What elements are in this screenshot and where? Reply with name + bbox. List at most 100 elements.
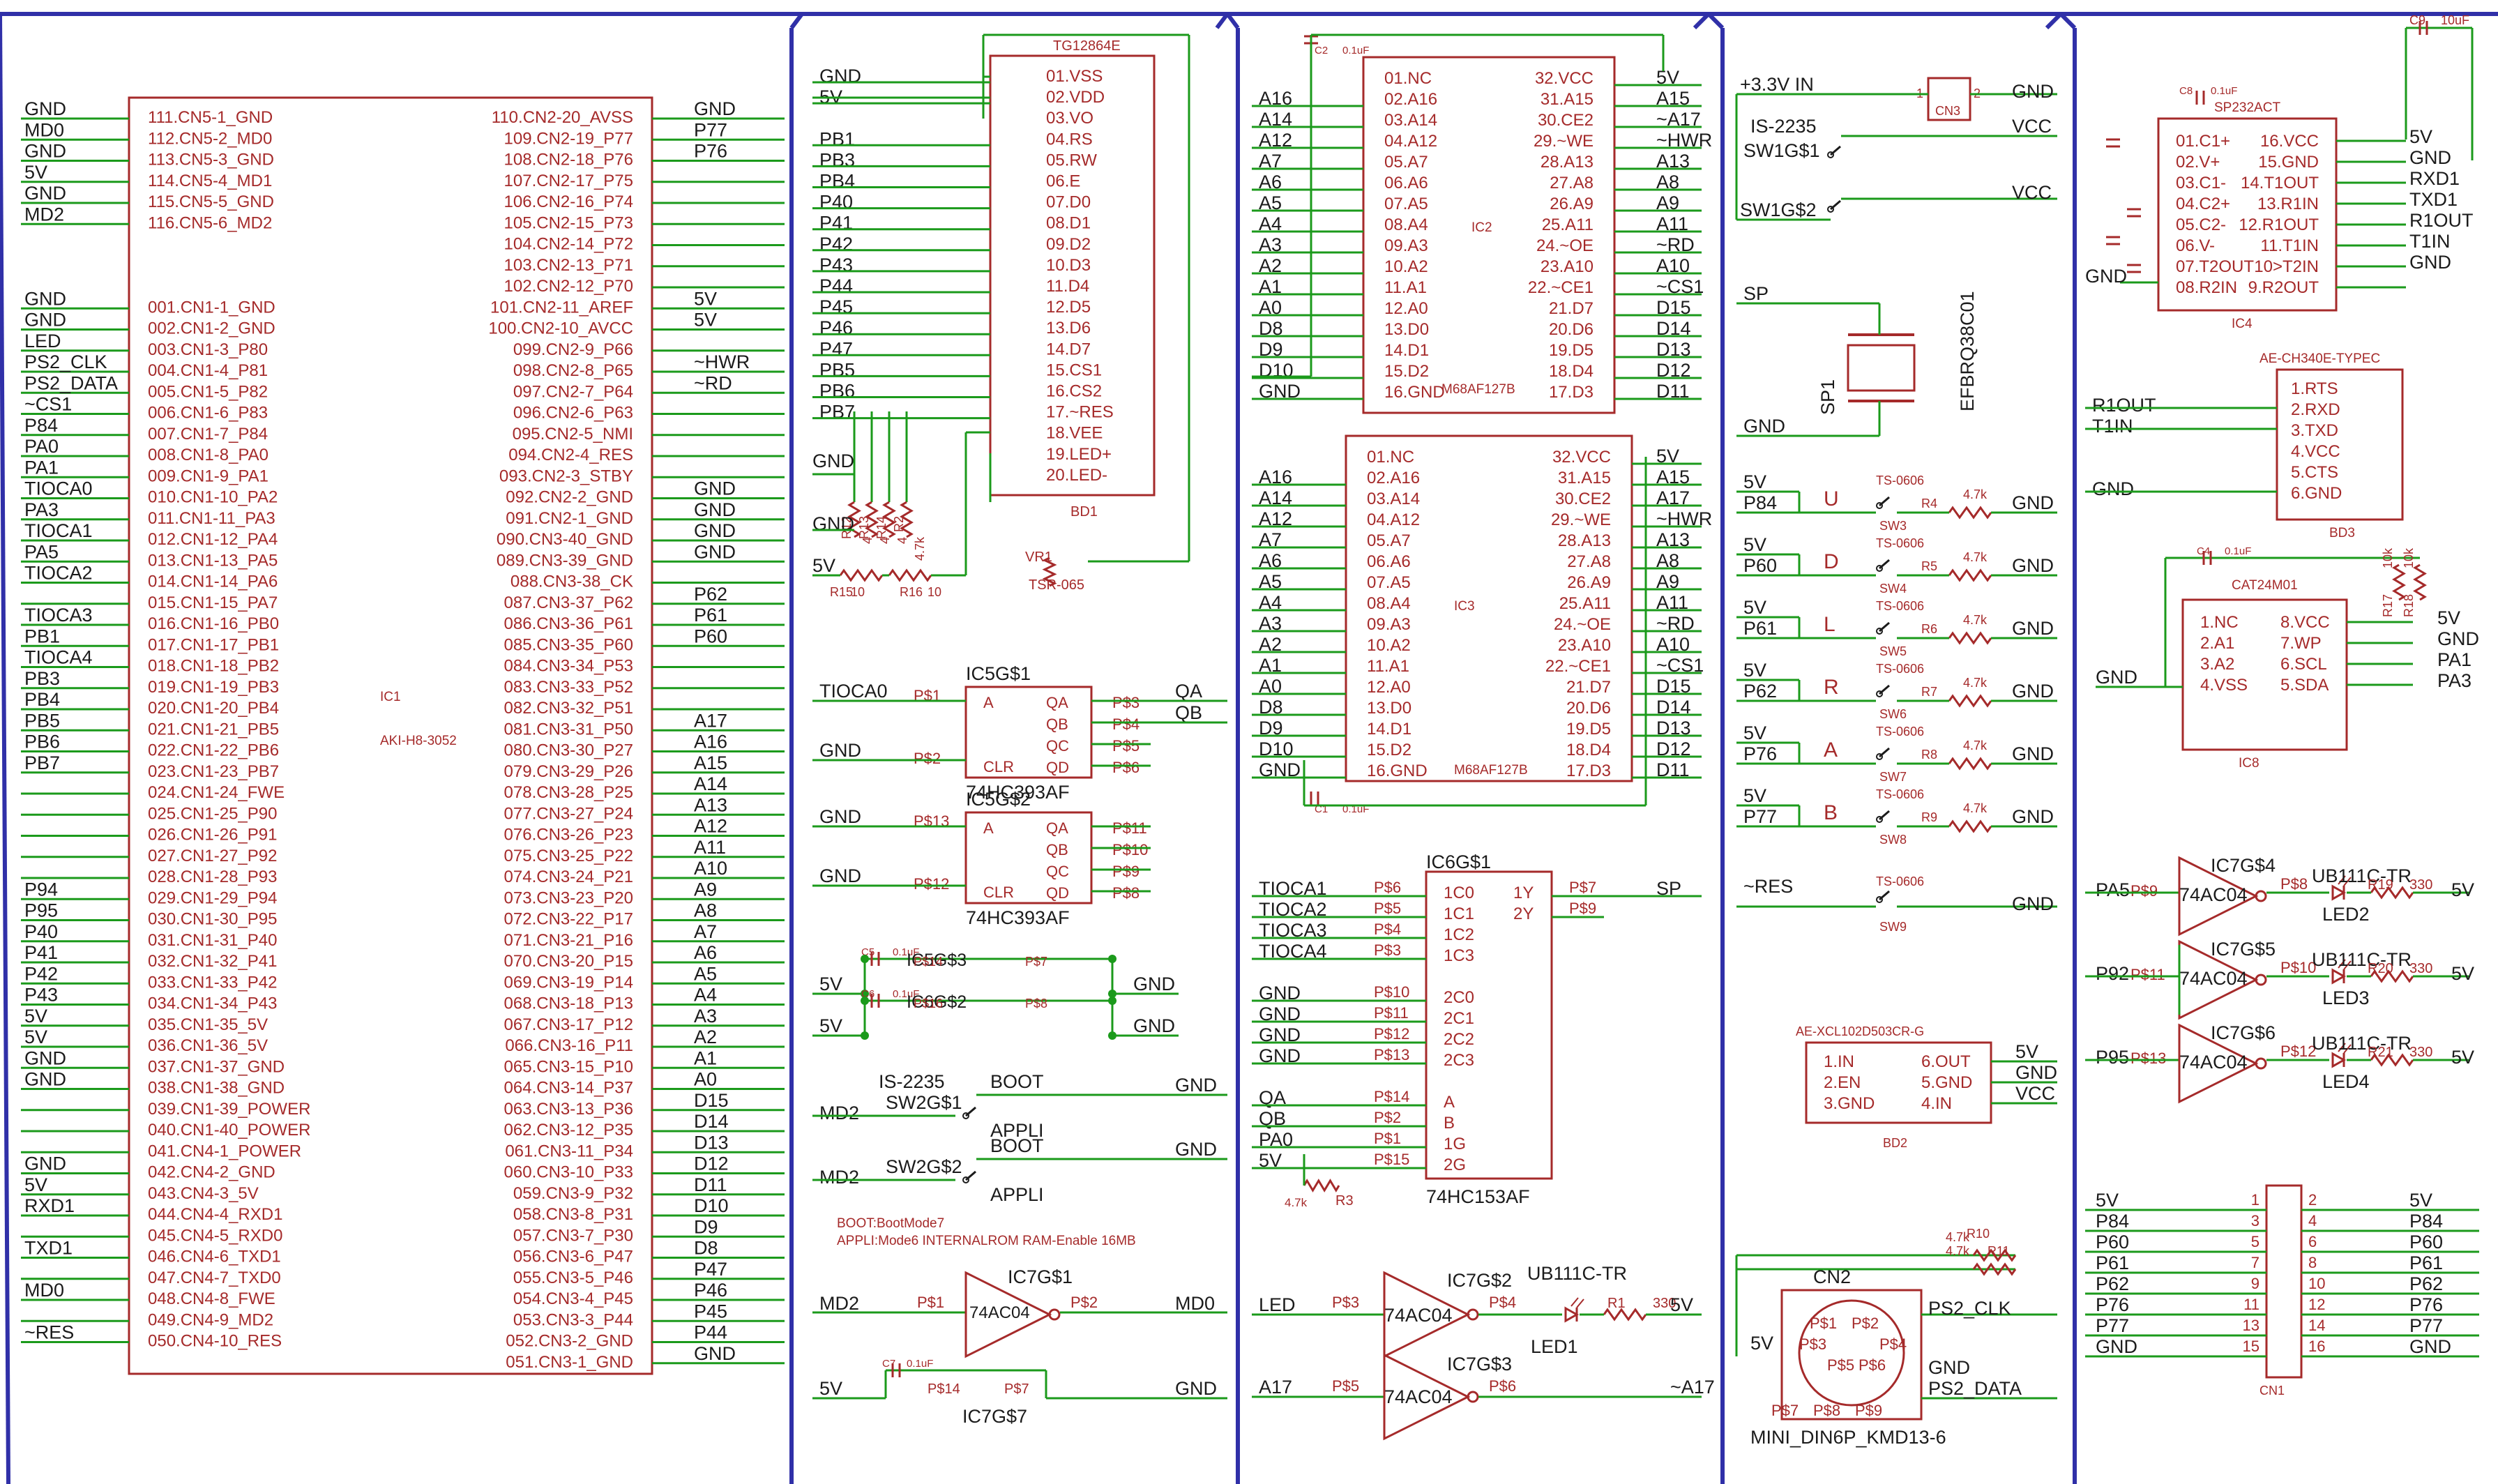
resistor-symbol [1603, 1308, 1647, 1322]
frame-divider [2059, 12, 2077, 30]
ic1-right-pin: 061.CN3-11_P34 [505, 1142, 633, 1160]
boot-label-top: BOOT [990, 1135, 1044, 1156]
sram-outline [1362, 56, 1616, 414]
junction-dot [1108, 990, 1116, 998]
ic1-right-pin: 102.CN2-12_P70 [504, 277, 633, 296]
ic1-left-net: P43 [24, 985, 58, 1006]
ic1-right-pin: 083.CN3-33_P52 [504, 678, 633, 697]
ic1-left-net: GND [24, 183, 66, 204]
ic1-right-pin: 080.CN3-30_P27 [504, 741, 633, 760]
led-arrow [2338, 1043, 2346, 1052]
power-net: GND [1133, 1015, 1175, 1036]
counter-pin: QB [1046, 716, 1068, 733]
cap-value: 0.1uF [907, 1358, 933, 1370]
cn1-pin: 13 [2243, 1317, 2259, 1334]
led-arrow [2343, 1044, 2352, 1054]
mux-pad: P$11 [1374, 1004, 1409, 1022]
ic1-left-pin: 049.CN4-9_MD2 [148, 1310, 273, 1329]
lcd-outline [989, 54, 1156, 497]
ic1-left-pin: 047.CN4-7_TXD0 [148, 1269, 281, 1287]
switch-contact [1876, 753, 1883, 760]
ch340-bd3: AE-CH340E-TYPECBD31.RTS2.RXDR1OUT3.TXDT1… [2085, 351, 2404, 540]
ic1-left-net: ~CS1 [24, 394, 72, 415]
ic1-right-net: 5V [694, 288, 717, 309]
counter-pin: A [983, 694, 994, 711]
cn1-right-net: GND [2409, 1336, 2451, 1357]
ic1-right-pin: 074.CN3-24_P21 [504, 868, 633, 886]
ic1-left-net: TIOCA2 [24, 563, 93, 584]
power-pad: P$16 [914, 997, 943, 1010]
cn1-pin: 2 [2308, 1191, 2317, 1209]
cap-value: 0.1uF [2211, 85, 2237, 97]
ic1-left-pin: 115.CN5-5_GND [148, 192, 274, 211]
cn1-left-net: P61 [2096, 1252, 2129, 1273]
ic1-right-pin: 084.CN3-34_P53 [504, 657, 633, 676]
lcd-pin: 16.CS2 [1046, 382, 1102, 401]
ic1-right-pin: 070.CN3-20_P15 [504, 952, 633, 971]
counter-in-net: GND [819, 865, 861, 886]
mux-pad: P$15 [1374, 1151, 1409, 1168]
junction-dot [1108, 955, 1116, 963]
btn-type: TS-0606 [1876, 787, 1924, 801]
rs232-pin: 13.R1IN [2257, 195, 2319, 213]
ic1-right-net: A17 [694, 710, 727, 731]
capacitor-symbol [2127, 264, 2141, 273]
counter-pin: QC [1046, 863, 1069, 880]
capacitor-symbol [2127, 208, 2141, 218]
ic1-right-net: D13 [694, 1132, 729, 1153]
led-symbol [2331, 875, 2352, 901]
eeprom-pin: 8.VCC [2280, 613, 2330, 632]
ic1-right-net: P44 [694, 1322, 727, 1343]
reset-type: TS-0606 [1876, 874, 1924, 888]
led-res-ref: R1 [1607, 1296, 1626, 1311]
ic1-right-pin: 091.CN2-1_GND [506, 509, 633, 528]
led-in-net: A17 [1259, 1377, 1292, 1398]
cn1-pin: 11 [2243, 1296, 2259, 1313]
lcd-pin: 04.RS [1046, 130, 1093, 149]
led-ref: LED1 [1531, 1336, 1578, 1357]
ic1-right-pin: 089.CN3-39_GND [497, 551, 633, 570]
ic1-right-pin: 059.CN3-9_P32 [513, 1184, 633, 1203]
reg-pin: 2.EN [1824, 1073, 1861, 1092]
sram-pin: 06.A6 [1384, 174, 1428, 192]
rs232-pin: 05.C2- [2176, 215, 2226, 234]
sram-pin: 23.A10 [1541, 257, 1594, 276]
inverter-symbol [1383, 1353, 1479, 1441]
led-value: UB111C-TR [2312, 949, 2412, 970]
led-pad: P$4 [1489, 1294, 1516, 1311]
rs232-pin: 01.C1+ [2176, 132, 2230, 151]
schematic: IC1AKI-H8-3052111.CN5-1_GNDGND112.CN5-2_… [0, 12, 2498, 1484]
btn-symbol: B [1824, 801, 1838, 824]
mux-outline [1425, 870, 1553, 1180]
mux-pad: P$9 [1569, 900, 1596, 917]
ic1-left-net: 5V [24, 1174, 47, 1195]
ic1-left-pin: 113.CN5-3_GND [148, 151, 274, 169]
sram-ref: IC2 [1471, 220, 1492, 235]
led-arrow [2338, 959, 2346, 969]
rs232-net: GND [2409, 147, 2451, 168]
lcd-pin: 15.CS1 [1046, 361, 1102, 379]
ps2-net: PS2_CLK [1928, 1298, 2011, 1319]
cn1-pin: 6 [2308, 1233, 2317, 1250]
ic1-left-net: 5V [24, 1027, 47, 1047]
mux-pin: 2C2 [1444, 1030, 1474, 1049]
ic1-left-pin: 011.CN1-11_PA3 [148, 509, 275, 528]
ch340-net: T1IN [2092, 416, 2133, 437]
led-arrow [1576, 1298, 1584, 1308]
inverter-symbol [2178, 1023, 2267, 1104]
switch-lever [1830, 145, 1841, 156]
eeprom-pin: 4.VSS [2200, 676, 2248, 695]
btn-res-ref: R6 [1921, 622, 1937, 636]
cn3-net: GND [2012, 81, 2054, 102]
sram-pin: 31.A15 [1541, 90, 1594, 109]
lcd-lower-net: GND [812, 450, 854, 471]
ch340-pin: 5.CTS [2291, 463, 2338, 482]
ch340-pin: 3.TXD [2291, 421, 2338, 440]
power-net: 5V [819, 1378, 842, 1399]
mux-pin: 1C1 [1444, 904, 1474, 923]
rs232-pin: 15.GND [2258, 153, 2319, 172]
